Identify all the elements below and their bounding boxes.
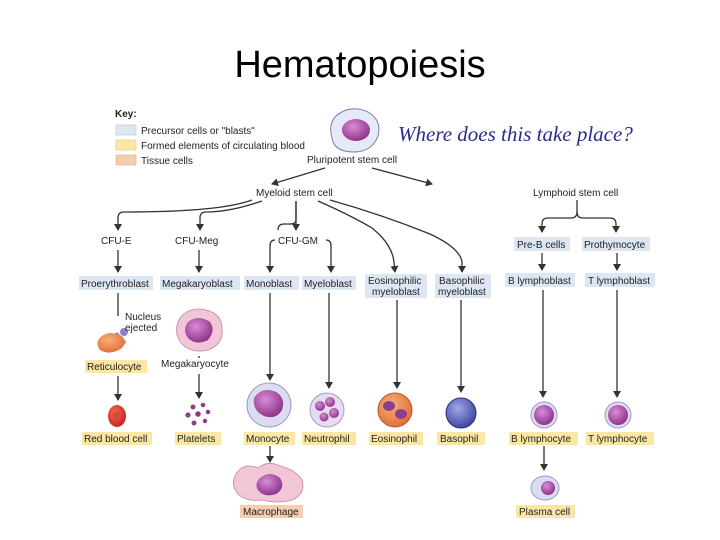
- pre-b-cells-label: Pre-B cells: [517, 240, 565, 251]
- arrow-cfu-gm-to-myeloblast: [325, 239, 335, 273]
- eosinophilic-myeloblast-box: [365, 274, 427, 298]
- basophil-box: [437, 432, 485, 445]
- neutrophil-box: [302, 432, 356, 445]
- key-heading: Key:: [115, 109, 137, 120]
- key-label-formed: Formed elements of circulating blood: [141, 141, 305, 152]
- myeloblast-box: [302, 276, 356, 290]
- arrow-lymphoid-to-pre-b: [538, 200, 578, 233]
- eosinophil-box: [369, 432, 423, 445]
- question-text: Where does this take place?: [398, 122, 633, 146]
- macrophage-label: Macrophage: [243, 507, 299, 518]
- slide-title-text: Hematopoiesis: [234, 44, 486, 86]
- arrow-cfu-gm-to-monoblast: [266, 239, 276, 273]
- megakaryocyte-label: Megakaryocyte: [161, 359, 229, 370]
- arrow-lymphoid-to-prothymocyte: [576, 211, 620, 233]
- macrophage-box: [240, 505, 303, 518]
- monocyte-image: [246, 382, 292, 428]
- cfu-e-label: CFU-E: [101, 236, 132, 247]
- nucleus-ejected-label-2: ejected: [125, 323, 157, 334]
- b-lymphocyte-box: [509, 432, 578, 445]
- megakaryoblast-box: [160, 276, 240, 290]
- monoblast-label: Monoblast: [246, 279, 292, 290]
- pluripotent-stem-cell-image: [330, 108, 380, 153]
- plasma-cell-box: [516, 505, 575, 518]
- platelets-image: [185, 402, 211, 426]
- t-lymphoblast-label: T lymphoblast: [588, 276, 650, 287]
- arrow-root-to-lymphoid: [371, 167, 433, 187]
- reticulocyte-label: Reticulocyte: [87, 362, 142, 373]
- basophil-label: Basophil: [440, 434, 478, 445]
- key-swatch-precursor: [115, 124, 137, 136]
- arrow-myeloid-to-basophilic: [329, 199, 466, 273]
- monoblast-box: [244, 276, 299, 290]
- arrow-myeloid-to-cfu-gm: [277, 201, 297, 231]
- neutrophil-image: [309, 392, 345, 428]
- plasma-cell-image: [530, 475, 560, 501]
- megakaryocyte-image: [176, 308, 223, 352]
- basophilic-myeloblast-label-2: myeloblast: [438, 287, 486, 298]
- slide-title: Hematopoiesis: [0, 44, 720, 87]
- eosinophil-image: [377, 392, 413, 428]
- lymphoid-stem-cell-label: Lymphoid stem cell: [533, 188, 618, 199]
- plasma-cell-label: Plasma cell: [519, 507, 570, 518]
- cfu-gm-label: CFU-GM: [278, 236, 318, 247]
- key-swatch-tissue: [115, 154, 137, 166]
- arrow-myeloid-to-cfu-meg: [196, 200, 263, 231]
- eosinophil-label: Eosinophil: [371, 434, 417, 445]
- key-label-precursor: Precursor cells or "blasts": [141, 126, 255, 137]
- b-lymphocyte-label: B lymphocyte: [511, 434, 571, 445]
- red-blood-cell-image: [108, 405, 126, 427]
- reticulocyte-box: [85, 360, 147, 373]
- platelets-box: [175, 432, 221, 445]
- pluripotent-stem-cell-label: Pluripotent stem cell: [307, 155, 397, 166]
- megakaryoblast-label: Megakaryoblast: [162, 279, 233, 290]
- nucleus-ejected-label-1: Nucleus: [125, 312, 161, 323]
- b-lymphoblast-box: [505, 273, 575, 287]
- proerythroblast-box: [79, 276, 153, 290]
- t-lymphoblast-box: [585, 273, 655, 287]
- monocyte-box: [244, 432, 295, 445]
- eosinophilic-myeloblast-label-1: Eosinophilic: [368, 276, 421, 287]
- pre-b-cells-box: [514, 237, 570, 251]
- arrow-myeloid-to-eosinophilic: [317, 200, 399, 273]
- b-lymphoblast-label: B lymphoblast: [508, 276, 571, 287]
- b-lymphocyte-image: [530, 401, 558, 429]
- cfu-meg-label: CFU-Meg: [175, 236, 218, 247]
- basophil-image: [445, 397, 477, 429]
- proerythroblast-label: Proerythroblast: [81, 279, 149, 290]
- arrow-myeloid-to-cfu-e: [114, 199, 253, 231]
- prothymocyte-label: Prothymocyte: [584, 240, 646, 251]
- eosinophilic-myeloblast-label-2: myeloblast: [372, 287, 420, 298]
- myeloid-stem-cell-label: Myeloid stem cell: [256, 188, 333, 199]
- key-label-tissue: Tissue cells: [141, 156, 193, 167]
- t-lymphocyte-label: T lymphocyte: [588, 434, 648, 445]
- myeloblast-label: Myeloblast: [304, 279, 352, 290]
- t-lymphocyte-box: [586, 432, 654, 445]
- t-lymphocyte-image: [604, 401, 632, 429]
- basophilic-myeloblast-label-1: Basophilic: [439, 276, 485, 287]
- reticulocyte-image: [97, 333, 126, 353]
- neutrophil-label: Neutrophil: [304, 434, 350, 445]
- key-swatch-formed: [115, 139, 137, 151]
- prothymocyte-box: [582, 237, 650, 251]
- monocyte-label: Monocyte: [246, 434, 290, 445]
- macrophage-image: [233, 463, 304, 503]
- platelets-label: Platelets: [177, 434, 215, 445]
- red-blood-cell-box: [82, 432, 152, 445]
- basophilic-myeloblast-box: [435, 274, 491, 298]
- red-blood-cell-label: Red blood cell: [84, 434, 147, 445]
- arrow-root-to-myeloid: [271, 167, 326, 187]
